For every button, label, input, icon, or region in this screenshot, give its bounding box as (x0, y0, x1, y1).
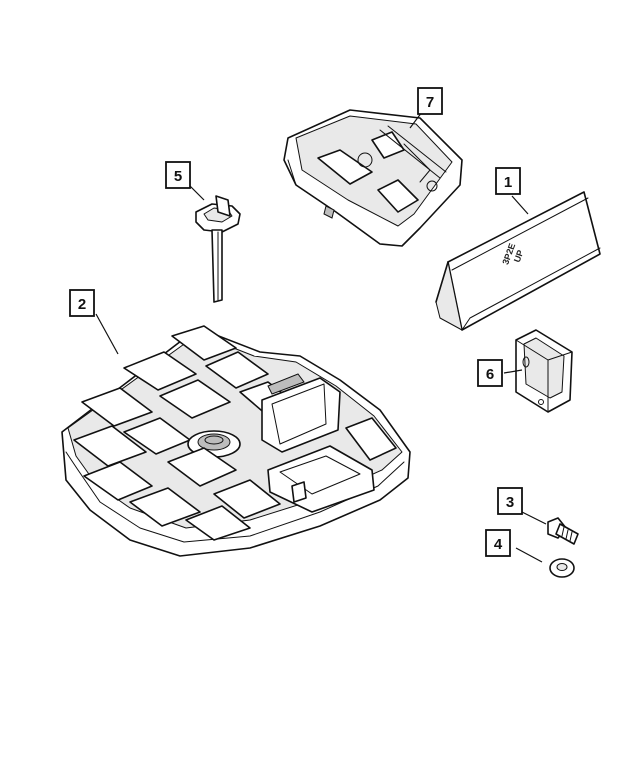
callout-6-label: 6 (486, 366, 494, 383)
callout-5-label: 5 (174, 168, 182, 185)
callout-3-label: 3 (506, 494, 514, 511)
part-7-jack-storage-tray[interactable] (283, 109, 463, 247)
part-4-washer[interactable] (549, 558, 575, 578)
callout-7[interactable]: 7 (417, 87, 443, 115)
callout-7-label: 7 (426, 94, 434, 111)
part-3-bolt[interactable] (547, 517, 579, 545)
svg-text:UP: UP (512, 249, 526, 264)
part-6-bracket[interactable] (515, 329, 573, 413)
callout-4-label: 4 (494, 536, 503, 553)
callout-2-label: 2 (78, 296, 86, 313)
leader-3 (521, 511, 547, 525)
callout-3[interactable]: 3 (497, 487, 523, 515)
part-5-hold-down-wing-bolt[interactable] (195, 195, 241, 303)
part-1-warning-triangle-sign[interactable]: 3P2E UP (435, 191, 601, 331)
callout-4[interactable]: 4 (485, 529, 511, 557)
leader-5 (189, 185, 205, 201)
callout-6[interactable]: 6 (477, 359, 503, 387)
leader-2 (95, 313, 119, 355)
leader-1 (511, 195, 529, 215)
callout-1[interactable]: 1 (495, 167, 521, 195)
part-2-spare-tire-cover-tray[interactable] (61, 325, 411, 557)
leader-4 (515, 547, 543, 563)
callout-1-label: 1 (504, 174, 512, 191)
leader-6 (503, 369, 523, 374)
callout-2[interactable]: 2 (69, 289, 95, 317)
callout-5[interactable]: 5 (165, 161, 191, 189)
